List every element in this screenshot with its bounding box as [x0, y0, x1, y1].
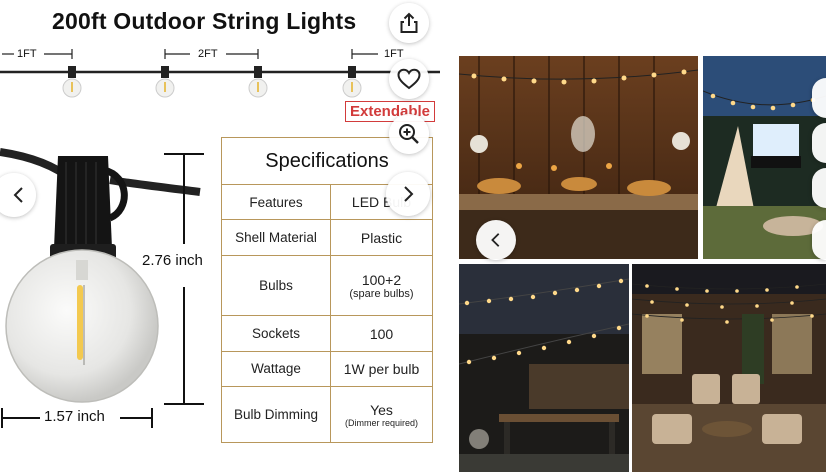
zoom-in-icon	[399, 124, 419, 144]
spec-label: Bulb Dimming	[222, 386, 331, 442]
heart-icon	[397, 68, 421, 90]
spec-value-note: (Dimmer required)	[344, 417, 418, 428]
side-action-button[interactable]	[812, 220, 826, 260]
table-row: Bulbs 100+2 (spare bulbs)	[222, 254, 432, 316]
spec-value: Yes (Dimmer required)	[330, 386, 432, 442]
string-lights-wire	[0, 49, 440, 98]
spec-value: Plastic	[330, 219, 432, 256]
chevron-left-icon	[491, 233, 500, 247]
previous-image-button[interactable]	[0, 173, 36, 217]
spec-label: Bulbs	[222, 254, 331, 316]
spec-value-note: (spare bulbs)	[349, 287, 414, 300]
grid-previous-button[interactable]	[476, 220, 516, 260]
spec-value: 1W per bulb	[330, 350, 432, 387]
specifications-table: Specifications Features LED Bulb Shell M…	[221, 137, 433, 443]
spec-value: 100+2 (spare bulbs)	[330, 254, 432, 316]
next-image-button[interactable]	[386, 172, 430, 216]
height-dimension-label: 2.76 inch	[142, 252, 203, 269]
spec-label: Features	[222, 183, 331, 220]
photo-tile-patio-dining[interactable]	[459, 264, 629, 472]
spec-label: Shell Material	[222, 219, 331, 256]
share-icon	[400, 12, 418, 33]
spacing-label: 2FT	[198, 48, 218, 60]
bulb-illustration	[0, 148, 201, 403]
photo-tile-courtyard-lounge[interactable]	[632, 264, 826, 472]
favorite-button[interactable]	[389, 59, 429, 99]
zoom-button[interactable]	[389, 114, 429, 154]
spec-value: 100	[330, 315, 432, 352]
share-button[interactable]	[389, 3, 429, 43]
table-row: Shell Material Plastic	[222, 219, 432, 256]
spec-label: Wattage	[222, 350, 331, 387]
specifications-heading: Specifications	[222, 138, 432, 185]
chevron-right-icon	[404, 186, 414, 202]
side-action-button[interactable]	[812, 78, 826, 118]
photo-tile-backyard-movie[interactable]	[703, 56, 826, 259]
spec-label: Sockets	[222, 315, 331, 352]
spacing-label: 1FT	[17, 48, 37, 60]
spacing-label: 1FT	[384, 48, 404, 60]
side-action-button[interactable]	[812, 123, 826, 163]
height-dimension-line	[164, 153, 204, 405]
product-title: 200ft Outdoor String Lights	[52, 8, 357, 34]
side-action-button[interactable]	[812, 168, 826, 208]
width-dimension-label: 1.57 inch	[44, 408, 105, 425]
product-infographic: 200ft Outdoor String Lights 1FT 2FT 1FT …	[0, 8, 440, 443]
table-row: Sockets 100	[222, 315, 432, 352]
spec-value-main: Yes	[370, 401, 393, 418]
table-row: Bulb Dimming Yes (Dimmer required)	[222, 386, 432, 442]
table-row: Wattage 1W per bulb	[222, 350, 432, 387]
mini-bulbs	[62, 66, 362, 98]
spec-value-main: 100+2	[361, 271, 402, 288]
chevron-left-icon	[13, 187, 23, 203]
width-dimension-line	[1, 408, 153, 428]
